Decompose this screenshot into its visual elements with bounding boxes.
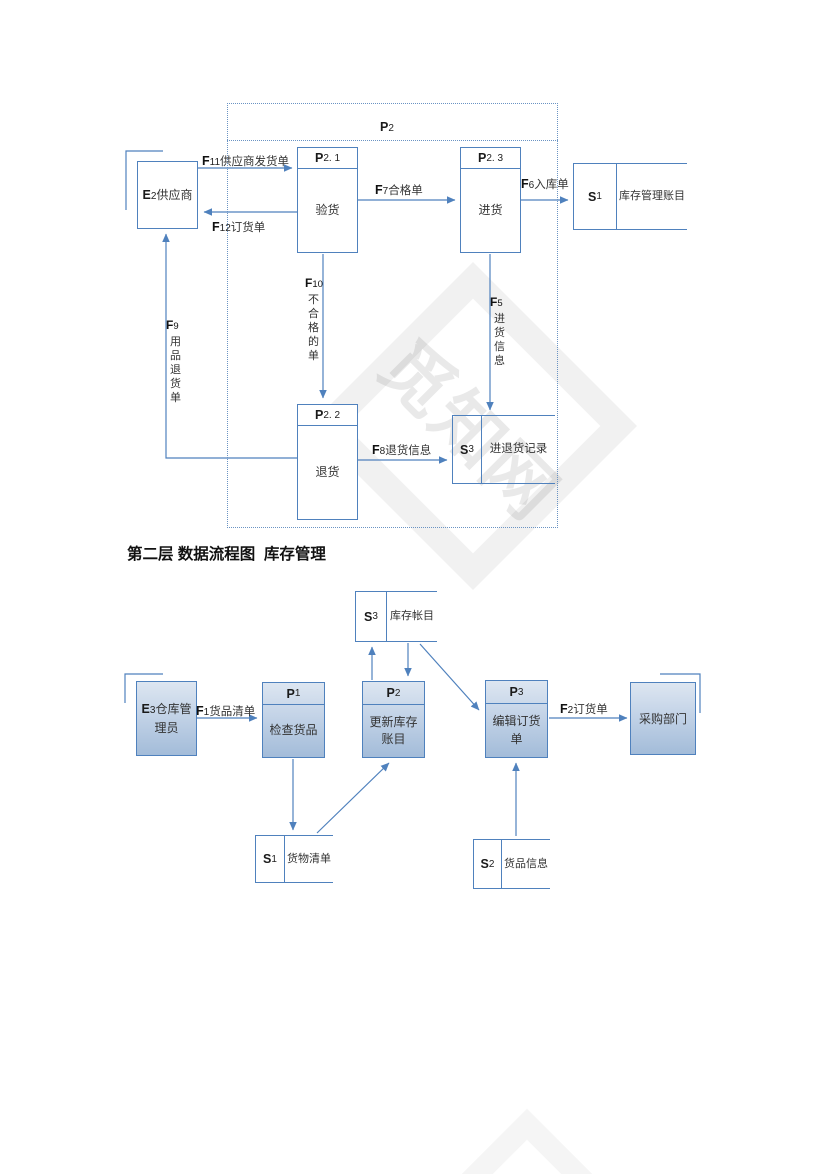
p2-boundary (227, 103, 558, 528)
flow-f5-label-text: 进货信息 (494, 313, 505, 367)
flow-f1-label: F1货品清单 (196, 704, 256, 718)
flow-f10-label-id: F10 (305, 276, 323, 290)
store-s3-bottom-name: 库存帐目 (390, 610, 434, 623)
entity-e2: E2供应商 (137, 161, 198, 229)
entity-purchasing-label: 采购部门 (638, 711, 687, 726)
process-p3-name: 编辑订货单 (492, 714, 541, 746)
flow-f9-label-id: F9 (166, 318, 179, 332)
process-p23-name: 进货 (478, 202, 503, 217)
flow-f5-label-id: F5 (490, 295, 503, 309)
store-s3-name: 进退货记录 (489, 442, 548, 455)
entity-e2-bracket (125, 150, 163, 210)
flow-f6-label: F6入库单 (521, 177, 569, 191)
flow-f10-label-text: 不合格的单 (308, 294, 319, 362)
flow-s1-to-p2-line (316, 762, 390, 834)
entity-e2-label: E2供应商 (142, 187, 193, 202)
store-s1-bottom-name: 货物清单 (287, 852, 331, 865)
entity-purchasing: 采购部门 (630, 682, 696, 755)
process-p1-name: 检查货品 (269, 723, 318, 738)
flow-f12-label: F12订货单 (212, 220, 266, 234)
flow-s3-to-p3-line (419, 643, 480, 711)
flow-f8-label: F8退货信息 (372, 443, 432, 457)
flow-f2-label: F2订货单 (560, 702, 608, 716)
process-p2-name: 更新库存账目 (369, 714, 418, 746)
flow-f7-label: F7合格单 (375, 183, 423, 197)
entity-purchasing-bracket (660, 673, 701, 713)
entity-e3: E3仓库管理员 (136, 681, 197, 756)
entity-e3-label: E3仓库管理员 (141, 702, 192, 735)
flow-f9-label-text: 用品退货单 (170, 336, 181, 404)
store-s2-bottom-name: 货品信息 (504, 857, 548, 870)
p2-boundary-label: P2 (357, 118, 417, 136)
entity-e3-bracket (124, 673, 163, 703)
flow-f9-line (162, 233, 297, 459)
p2-boundary-divider (227, 140, 558, 141)
boundary-label-letter: P (380, 120, 389, 134)
store-s1-name: 库存管理账目 (619, 190, 685, 203)
flow-f11-label: F11供应商发货单 (202, 154, 290, 168)
process-p22-name: 退货 (315, 464, 340, 479)
section-title: 第二层 数据流程图 库存管理 (127, 546, 326, 563)
process-p21-name: 验货 (315, 202, 340, 217)
boundary-label-number: 2 (388, 123, 394, 134)
